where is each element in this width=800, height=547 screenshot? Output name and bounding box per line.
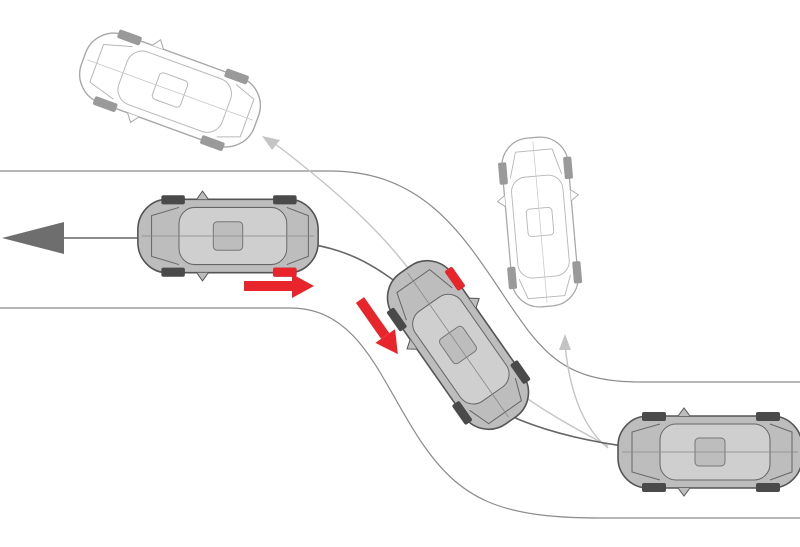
- road-edge-upper: [0, 170, 800, 383]
- ghost-car-oversteer: [67, 16, 273, 164]
- direction-arrow-icon: [2, 222, 64, 254]
- brake-highlight-front-left: [445, 267, 465, 291]
- car-entry: [617, 407, 800, 497]
- ghost-car-understeer: [491, 133, 589, 311]
- oversteer-arrowhead-icon: [262, 136, 280, 150]
- understeer-arrowhead-icon: [559, 334, 571, 350]
- understeer-path: [564, 344, 609, 449]
- brake-force-arrow-icon: [355, 297, 398, 355]
- car-exit-left: [137, 190, 319, 282]
- brake-force-arrow-icon: [244, 274, 314, 298]
- car-mid-corner: [368, 243, 548, 447]
- brake-highlight-rear-right: [273, 267, 297, 277]
- road-edge-lower: [0, 307, 800, 519]
